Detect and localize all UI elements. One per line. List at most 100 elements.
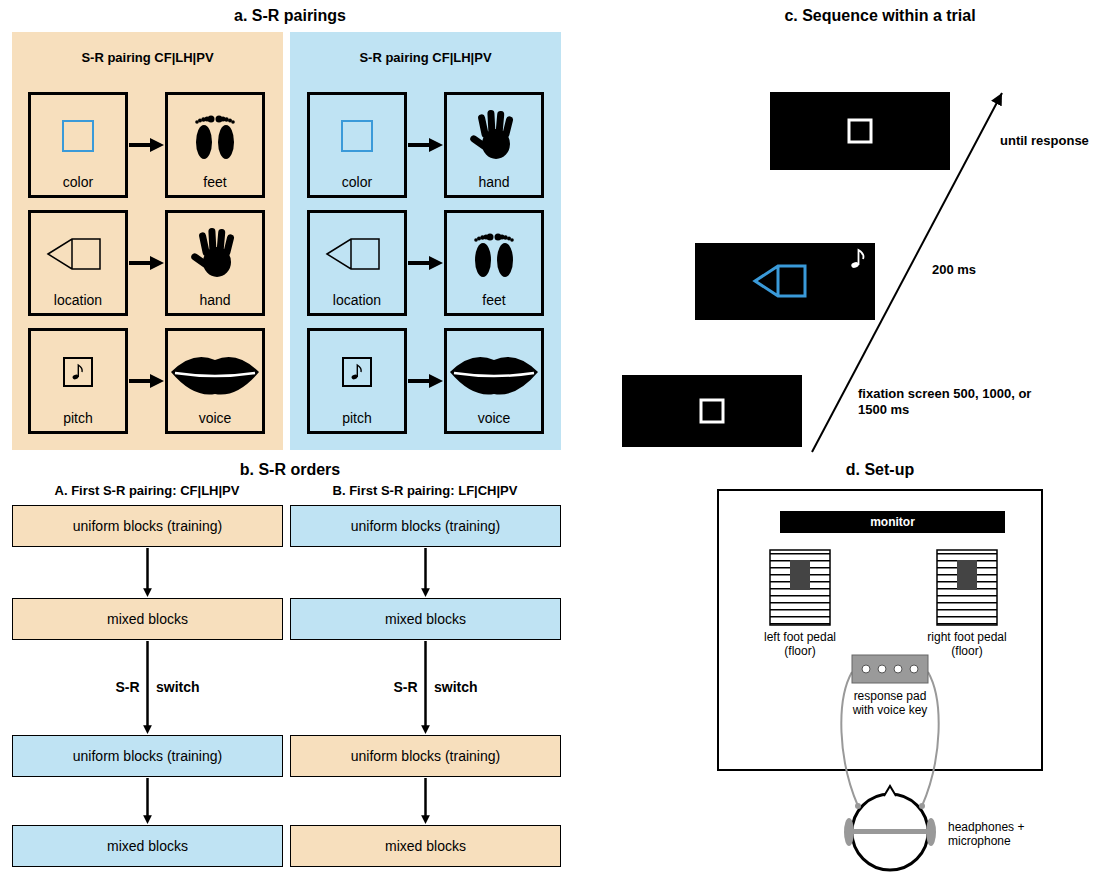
arrow-connector <box>129 379 153 383</box>
edge-label: S-R <box>318 679 418 696</box>
pad-button <box>894 665 902 673</box>
fixation-square <box>701 400 723 422</box>
box-fill <box>290 598 561 640</box>
box-fill <box>290 735 561 777</box>
monitor-bar: monitor <box>780 511 1005 533</box>
pad-button <box>862 665 870 673</box>
pairing-panel: S-R pairing CF|LH|PVcolorfeetlocationhan… <box>12 32 283 450</box>
color-square <box>342 121 372 151</box>
block-box: uniform blocks (training) <box>12 505 283 547</box>
mapping-box: voice <box>444 328 544 434</box>
mouth-line <box>175 373 255 376</box>
box-label: color <box>342 174 372 190</box>
box-fill <box>780 511 1005 533</box>
hand-icon <box>469 110 514 159</box>
note-stem <box>78 365 82 377</box>
arrow-connector <box>129 143 153 147</box>
lips <box>450 357 538 395</box>
block-label: uniform blocks (training) <box>73 748 222 764</box>
switch-label: switch <box>434 679 514 696</box>
stimulus-screen <box>695 243 875 320</box>
foot-pedal <box>937 550 997 625</box>
box-label: pitch <box>342 410 372 426</box>
mapping-box: feet <box>444 210 544 316</box>
duration-label: fixation screen 500, 1000, or 1500 ms <box>858 386 1043 417</box>
square-icon <box>63 121 93 151</box>
box-fill <box>290 825 561 867</box>
box-fill <box>290 505 561 547</box>
arrow-connector <box>408 379 432 383</box>
pedal-plate <box>957 560 977 590</box>
lips-icon <box>171 357 259 395</box>
column-heading: B. First S-R pairing: LF|CH|PV <box>293 483 558 499</box>
panel-heading: S-R pairing CF|LH|PV <box>359 50 491 65</box>
arrow-connector <box>146 778 149 817</box>
location-stimulus <box>755 266 805 296</box>
arrow-connector <box>424 548 427 590</box>
box-fill <box>12 825 283 867</box>
lips-icon <box>450 357 538 395</box>
box-label: feet <box>203 174 226 190</box>
box-label: location <box>333 292 381 308</box>
foot-sole <box>218 125 234 159</box>
box-label: feet <box>482 292 505 308</box>
mapping-box: feet <box>165 92 265 198</box>
fixation-square <box>849 120 871 142</box>
block-label: mixed blocks <box>385 611 466 627</box>
tone-frame <box>343 358 371 386</box>
box-label: pitch <box>63 410 93 426</box>
mapping-box: hand <box>444 92 544 198</box>
finger <box>477 114 489 139</box>
mapping-box: location <box>28 210 128 316</box>
finger <box>223 234 235 257</box>
switch-label: switch <box>156 679 236 696</box>
block-box: mixed blocks <box>12 825 283 867</box>
block-box: uniform blocks (training) <box>290 505 561 547</box>
finger <box>487 110 495 138</box>
device-label: right foot pedal (floor) <box>919 630 1015 659</box>
mapping-box: hand <box>165 210 265 316</box>
foot-sole <box>196 125 212 159</box>
tone-icon <box>859 250 864 265</box>
box-label: location <box>54 292 102 308</box>
mapping-box: pitch <box>307 328 407 434</box>
block-box: mixed blocks <box>290 825 561 867</box>
thumb <box>469 134 489 151</box>
mouth-line <box>454 373 534 376</box>
box-label: voice <box>478 410 511 426</box>
toe <box>208 116 215 123</box>
color-square <box>63 121 93 151</box>
lips <box>171 357 259 395</box>
arrow-connector <box>424 641 427 727</box>
foot-sole <box>497 243 513 277</box>
ear-cup <box>926 818 936 846</box>
pad-button <box>910 665 918 673</box>
mapping-box: location <box>307 210 407 316</box>
setup-frame <box>718 490 1042 770</box>
arrow-connector <box>129 261 153 265</box>
thumb <box>190 252 210 269</box>
toe <box>216 116 223 123</box>
device-label: headphones + microphone <box>948 820 1038 849</box>
panel-title: c. Sequence within a trial <box>710 6 1050 25</box>
block-label: uniform blocks (training) <box>351 748 500 764</box>
pad-button <box>878 665 886 673</box>
feet-icon <box>474 234 514 278</box>
fixation-screen <box>622 375 802 447</box>
toe <box>495 234 502 241</box>
location-shape <box>327 239 379 269</box>
block-box: mixed blocks <box>12 598 283 640</box>
arrow-connector <box>424 778 427 817</box>
device-label: response pad with voice key <box>845 689 935 718</box>
block-label: mixed blocks <box>107 838 188 854</box>
column-heading: A. First S-R pairing: CF|LH|PV <box>15 483 280 499</box>
block-box: mixed blocks <box>290 598 561 640</box>
note-stem <box>357 365 361 377</box>
panel-ground <box>290 32 561 450</box>
panel-heading: S-R pairing CF|LH|PV <box>81 50 213 65</box>
finger <box>208 228 216 256</box>
edge-label: S-R <box>40 679 140 696</box>
block-box: uniform blocks (training) <box>290 735 561 777</box>
arrow-connector <box>408 143 432 147</box>
loc-icon <box>327 239 379 269</box>
